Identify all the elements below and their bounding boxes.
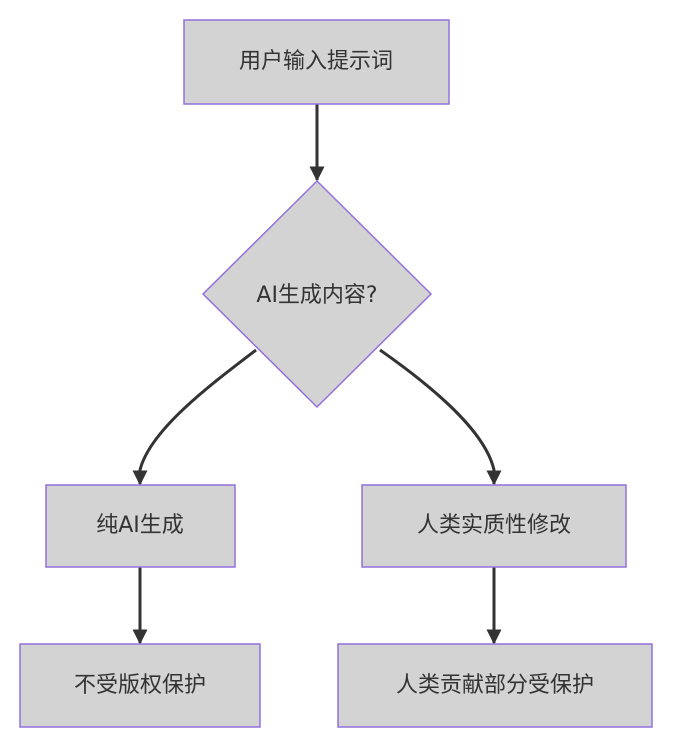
node-right-mid-label: 人类实质性修改 bbox=[417, 513, 571, 538]
edge-decision-to-right-mid bbox=[379, 348, 502, 486]
node-decision: AI生成内容? bbox=[201, 179, 433, 409]
node-right-mid: 人类实质性修改 bbox=[361, 484, 627, 568]
node-left-mid: 纯AI生成 bbox=[45, 484, 236, 568]
node-right-end: 人类贡献部分受保护 bbox=[337, 643, 653, 728]
node-decision-label: AI生成内容? bbox=[256, 283, 377, 308]
node-left-mid-label: 纯AI生成 bbox=[96, 513, 184, 538]
node-start-label: 用户输入提示词 bbox=[239, 49, 393, 74]
node-left-end: 不受版权保护 bbox=[19, 643, 261, 728]
node-left-end-label: 不受版权保护 bbox=[74, 673, 206, 698]
edge-decision-to-left-mid bbox=[132, 348, 257, 486]
node-start: 用户输入提示词 bbox=[183, 19, 450, 105]
node-right-end-label: 人类贡献部分受保护 bbox=[396, 673, 594, 698]
